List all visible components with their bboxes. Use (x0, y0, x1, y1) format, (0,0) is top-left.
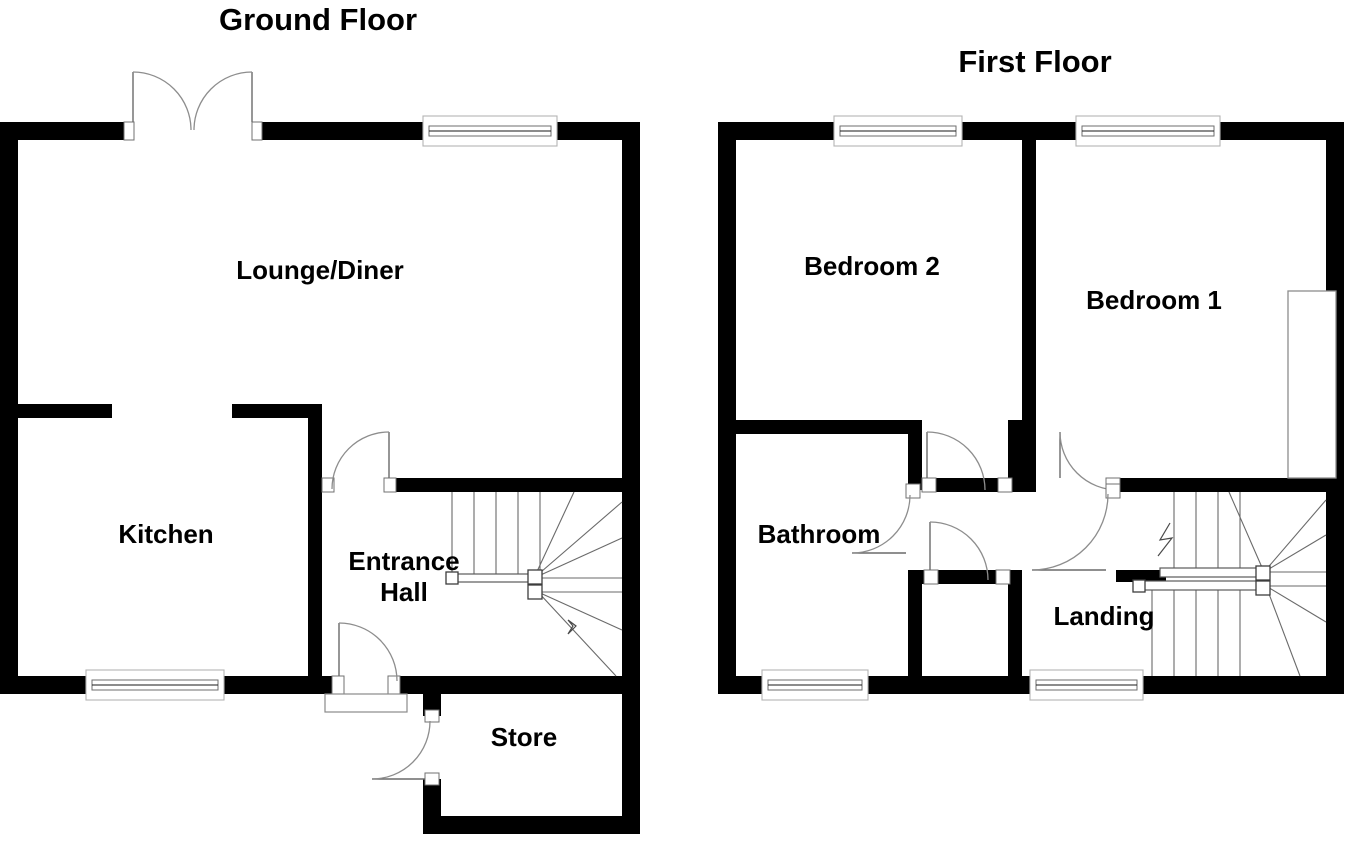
door-bedroom-2[interactable] (921, 431, 1013, 493)
wall-gf-bottom-mid (222, 676, 332, 694)
wall-gf-store-bottom (423, 816, 640, 834)
wall-gf-kitchen-top-right (232, 404, 322, 418)
wall-ff-wc-right-upper (1008, 420, 1022, 492)
window-bedroom1-top (1075, 115, 1221, 147)
wall-gf-right-outer (622, 122, 640, 834)
first-floor-walls (718, 122, 1344, 694)
wall-gf-kitchen-top-left (18, 404, 112, 418)
front-door-step (324, 693, 408, 713)
window-lounge-top (422, 115, 558, 147)
wall-ff-wc-right-lower (1008, 570, 1022, 676)
door-wc-cupboard[interactable] (923, 521, 1011, 585)
wall-gf-store-top (423, 676, 640, 694)
door-landing[interactable] (1031, 483, 1121, 571)
ground-floor-group: Ground Floor Lounge/Diner Kitchen Entran… (0, 2, 640, 834)
wall-ff-bedroom-divider (1022, 122, 1036, 492)
wall-gf-top-left (0, 122, 128, 140)
wall-ff-bathroom-top (736, 420, 922, 434)
window-bedroom2-top (833, 115, 963, 147)
room-label-bathroom: Bathroom (758, 519, 881, 549)
window-bathroom-bottom (761, 669, 869, 701)
ground-floor-doors (123, 71, 440, 786)
door-lounge-to-hall[interactable] (321, 431, 397, 493)
wall-ff-bathroom-right-lower (908, 570, 922, 676)
wall-ff-landing-stairhead (1116, 570, 1166, 582)
wall-gf-left-outer (0, 122, 18, 694)
first-floor-windows (761, 115, 1221, 701)
staircase-first-floor (1132, 491, 1327, 677)
cupboard-bedroom-1 (1287, 290, 1337, 479)
wall-ff-bottom-right (1139, 676, 1344, 694)
door-lounge-french-right[interactable] (193, 71, 263, 141)
ground-floor-windows (85, 115, 558, 701)
door-front-entrance[interactable] (324, 622, 408, 713)
wall-ff-left-outer (718, 122, 736, 694)
wall-ff-landing-top (1116, 478, 1344, 492)
ground-floor-title: Ground Floor (219, 2, 417, 37)
first-floor-title: First Floor (958, 44, 1111, 79)
staircase-ground-floor (445, 491, 623, 677)
room-label-entrance-hall-line1: Entrance (348, 546, 459, 576)
ground-floor-labels: Ground Floor Lounge/Diner Kitchen Entran… (118, 2, 557, 752)
wall-ff-bottom-mid (864, 676, 1032, 694)
wall-ff-bottom-left (718, 676, 766, 694)
wall-ff-top-mid (955, 122, 1080, 140)
door-bathroom[interactable] (851, 483, 921, 554)
window-kitchen-bottom (85, 669, 225, 701)
first-floor-labels: First Floor Bedroom 2 Bedroom 1 Bathroom… (758, 44, 1222, 631)
wall-ff-mid-top-stub (922, 478, 1022, 492)
window-landing-bottom (1029, 669, 1144, 701)
room-label-entrance-hall-line2: Hall (380, 577, 428, 607)
wall-gf-kitchen-hall (308, 404, 322, 694)
room-label-kitchen: Kitchen (118, 519, 213, 549)
first-floor-group: First Floor Bedroom 2 Bedroom 1 Bathroom… (718, 44, 1344, 701)
wall-ff-bathroom-right-upper (908, 420, 922, 490)
room-label-lounge-diner: Lounge/Diner (236, 255, 404, 285)
door-lounge-french-left[interactable] (123, 71, 192, 141)
wall-ff-top-left (718, 122, 838, 140)
wall-ff-top-right (1215, 122, 1344, 140)
wall-gf-hall-bottom (396, 676, 441, 694)
first-floor-doors (851, 431, 1121, 585)
door-store[interactable] (371, 709, 440, 786)
wall-gf-bottom-left (0, 676, 88, 694)
room-label-landing: Landing (1053, 601, 1154, 631)
wall-gf-hall-top (396, 478, 622, 492)
room-label-bedroom-1: Bedroom 1 (1086, 285, 1222, 315)
room-label-store: Store (491, 722, 557, 752)
room-label-bedroom-2: Bedroom 2 (804, 251, 940, 281)
